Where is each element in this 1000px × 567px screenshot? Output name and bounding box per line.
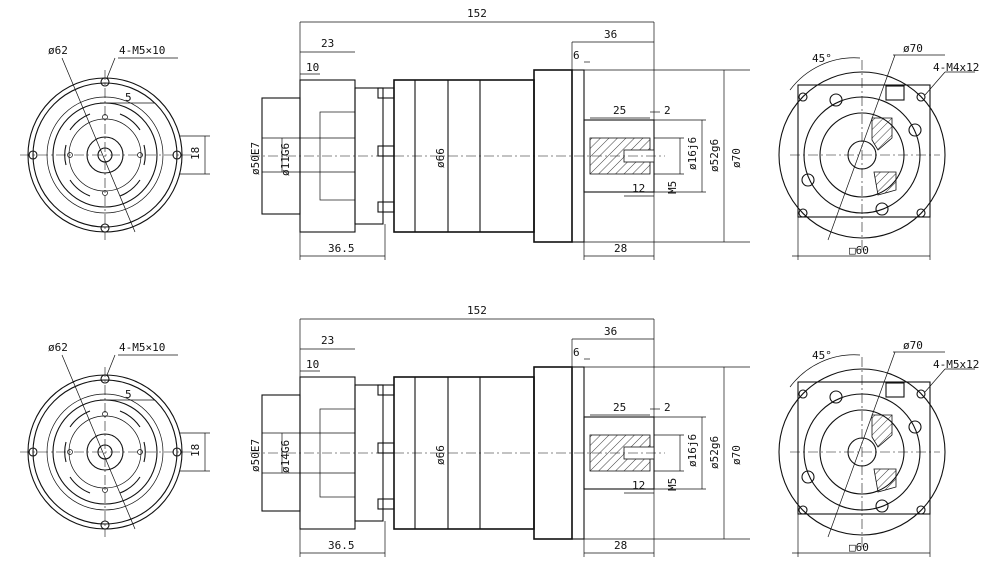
pilot-diameter-label: ø50E7 [249, 439, 262, 472]
input-bore-label: ø11G6 [279, 143, 292, 176]
body-diameter-label: ø66 [434, 148, 447, 168]
overall-length-label: 152 [467, 304, 487, 317]
output-bolt-spec-label: 4-M5x12 [933, 358, 979, 371]
dim-28-label: 28 [614, 242, 627, 255]
angle-label: 45° [812, 349, 832, 362]
bolt-spec-label: 4-M5×10 [119, 341, 165, 354]
dim-36-5-label: 36.5 [328, 242, 355, 255]
shaft-diameter-label: ø16j6 [686, 137, 699, 170]
bottom-output-face-view: 45° ø70 4-M5x12 □60 [778, 339, 979, 557]
spigot-diameter-label: ø52g6 [708, 139, 721, 172]
dim-36-label: 36 [604, 28, 617, 41]
top-drawing-set: ø62 4-M5×10 5 18 [20, 7, 979, 260]
dim-6-label: 6 [573, 49, 580, 62]
output-pcd-label: ø70 [903, 339, 923, 352]
angle-label: 45° [812, 52, 832, 65]
dim-25-label: 25 [613, 104, 626, 117]
dim-12-label: 12 [632, 479, 645, 492]
body-diameter-label: ø66 [434, 445, 447, 465]
dim-2-label: 2 [664, 104, 671, 117]
dim-36-5-label: 36.5 [328, 539, 355, 552]
bolt-spec-label: 4-M5×10 [119, 44, 165, 57]
dim-23-label: 23 [321, 37, 334, 50]
flange-diameter-label: ø70 [730, 148, 743, 168]
square-size-label: □60 [849, 244, 869, 257]
dim-5-label: 5 [125, 91, 132, 104]
thread-m5-label: M5 [666, 478, 679, 491]
pcd-diameter-label: ø62 [48, 44, 68, 57]
dim-10-label: 10 [306, 358, 319, 371]
shaft-diameter-label: ø16j6 [686, 434, 699, 467]
top-output-face-view: 45° ø70 4-M4x12 □60 [778, 42, 979, 260]
thread-m5-label: M5 [666, 181, 679, 194]
output-bolt-spec-label: 4-M4x12 [933, 61, 979, 74]
spigot-diameter-label: ø52g6 [708, 436, 721, 469]
dim-28-label: 28 [614, 539, 627, 552]
dim-5-label: 5 [125, 388, 132, 401]
flange-diameter-label: ø70 [730, 445, 743, 465]
dim-12-label: 12 [632, 182, 645, 195]
output-pcd-label: ø70 [903, 42, 923, 55]
dim-25-label: 25 [613, 401, 626, 414]
dim-18-label: 18 [189, 444, 202, 457]
dim-2-label: 2 [664, 401, 671, 414]
bottom-drawing-set: ø62 4-M5×10 5 18 [20, 304, 979, 557]
pilot-diameter-label: ø50E7 [249, 142, 262, 175]
input-bore-label: ø14G6 [279, 440, 292, 473]
dim-18-label: 18 [189, 147, 202, 160]
dim-10-label: 10 [306, 61, 319, 74]
dim-36-label: 36 [604, 325, 617, 338]
dim-6-label: 6 [573, 346, 580, 359]
bottom-side-view: 152 23 10 36 6 25 2 12 M5 36.5 28 ø50E7 … [249, 304, 750, 557]
overall-length-label: 152 [467, 7, 487, 20]
pcd-diameter-label: ø62 [48, 341, 68, 354]
top-input-face-view: ø62 4-M5×10 5 18 [20, 44, 210, 240]
dim-23-label: 23 [321, 334, 334, 347]
bottom-input-face-view: ø62 4-M5×10 5 18 [20, 341, 210, 537]
square-size-label: □60 [849, 541, 869, 554]
top-side-view: 152 23 10 36 6 25 2 12 M5 36.5 28 ø50E7 … [249, 7, 750, 260]
